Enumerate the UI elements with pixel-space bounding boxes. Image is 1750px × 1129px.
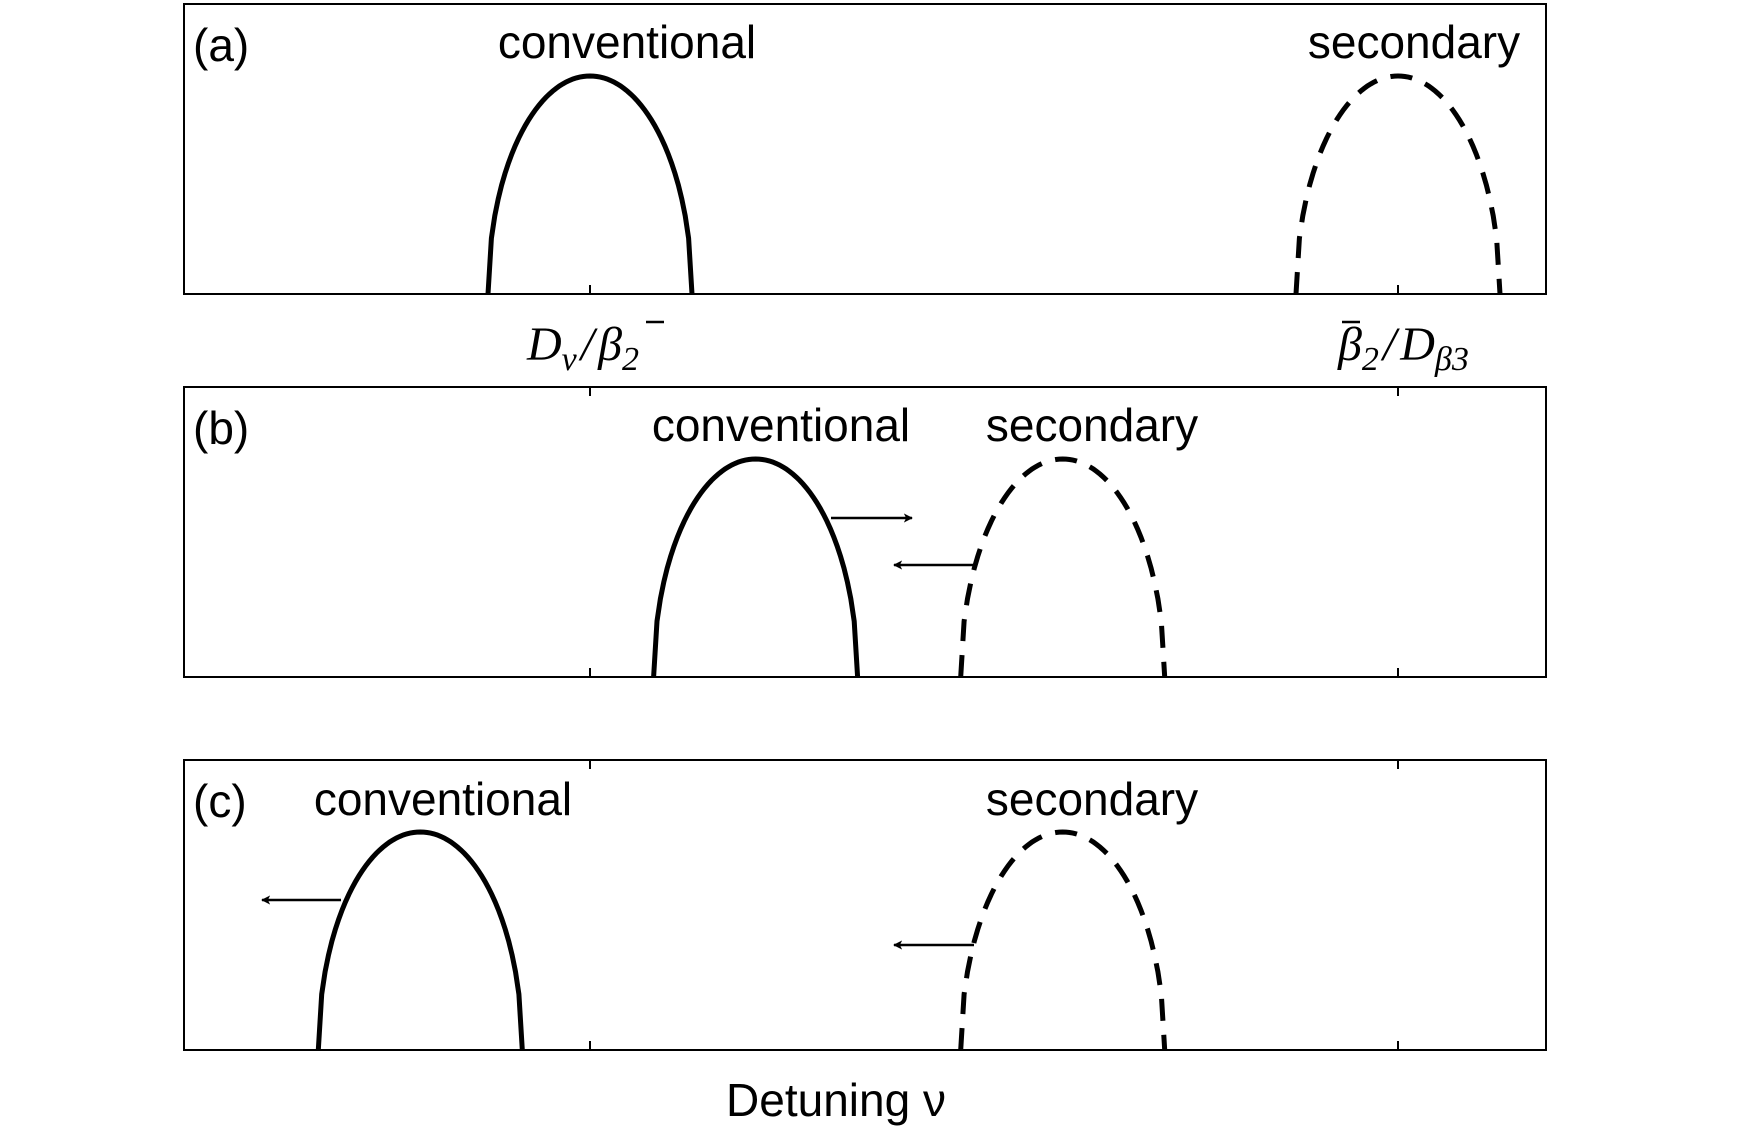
secondary-curve <box>958 829 1168 1051</box>
secondary-curve <box>1293 73 1503 295</box>
conventional-label: conventional <box>498 16 756 68</box>
panel-frame <box>183 386 1547 678</box>
conventional-label: conventional <box>652 399 910 451</box>
panel-c: (c) conventional secondary <box>183 759 1547 1051</box>
x-axis-title: Detuning ν <box>726 1074 946 1126</box>
tick-label-left: Dv/β2 <box>526 318 639 378</box>
secondary-label: secondary <box>986 399 1198 451</box>
secondary-curve <box>958 456 1168 678</box>
secondary-label: secondary <box>1308 16 1520 68</box>
conventional-curve <box>315 829 525 1051</box>
panel-tag: (a) <box>193 19 249 71</box>
conventional-label: conventional <box>314 773 572 825</box>
panel-b: (b) conventional secondary <box>183 386 1547 678</box>
panel-tag: (b) <box>193 402 249 454</box>
conventional-curve <box>651 456 861 678</box>
secondary-label: secondary <box>986 773 1198 825</box>
panel-frame <box>183 3 1547 295</box>
conventional-curve <box>485 73 695 295</box>
tick-label-right: β2/Dβ3 <box>1337 318 1469 378</box>
panel-frame <box>183 759 1547 1051</box>
panel-a: (a) conventional secondary <box>183 3 1547 295</box>
panel-tag: (c) <box>193 775 247 827</box>
